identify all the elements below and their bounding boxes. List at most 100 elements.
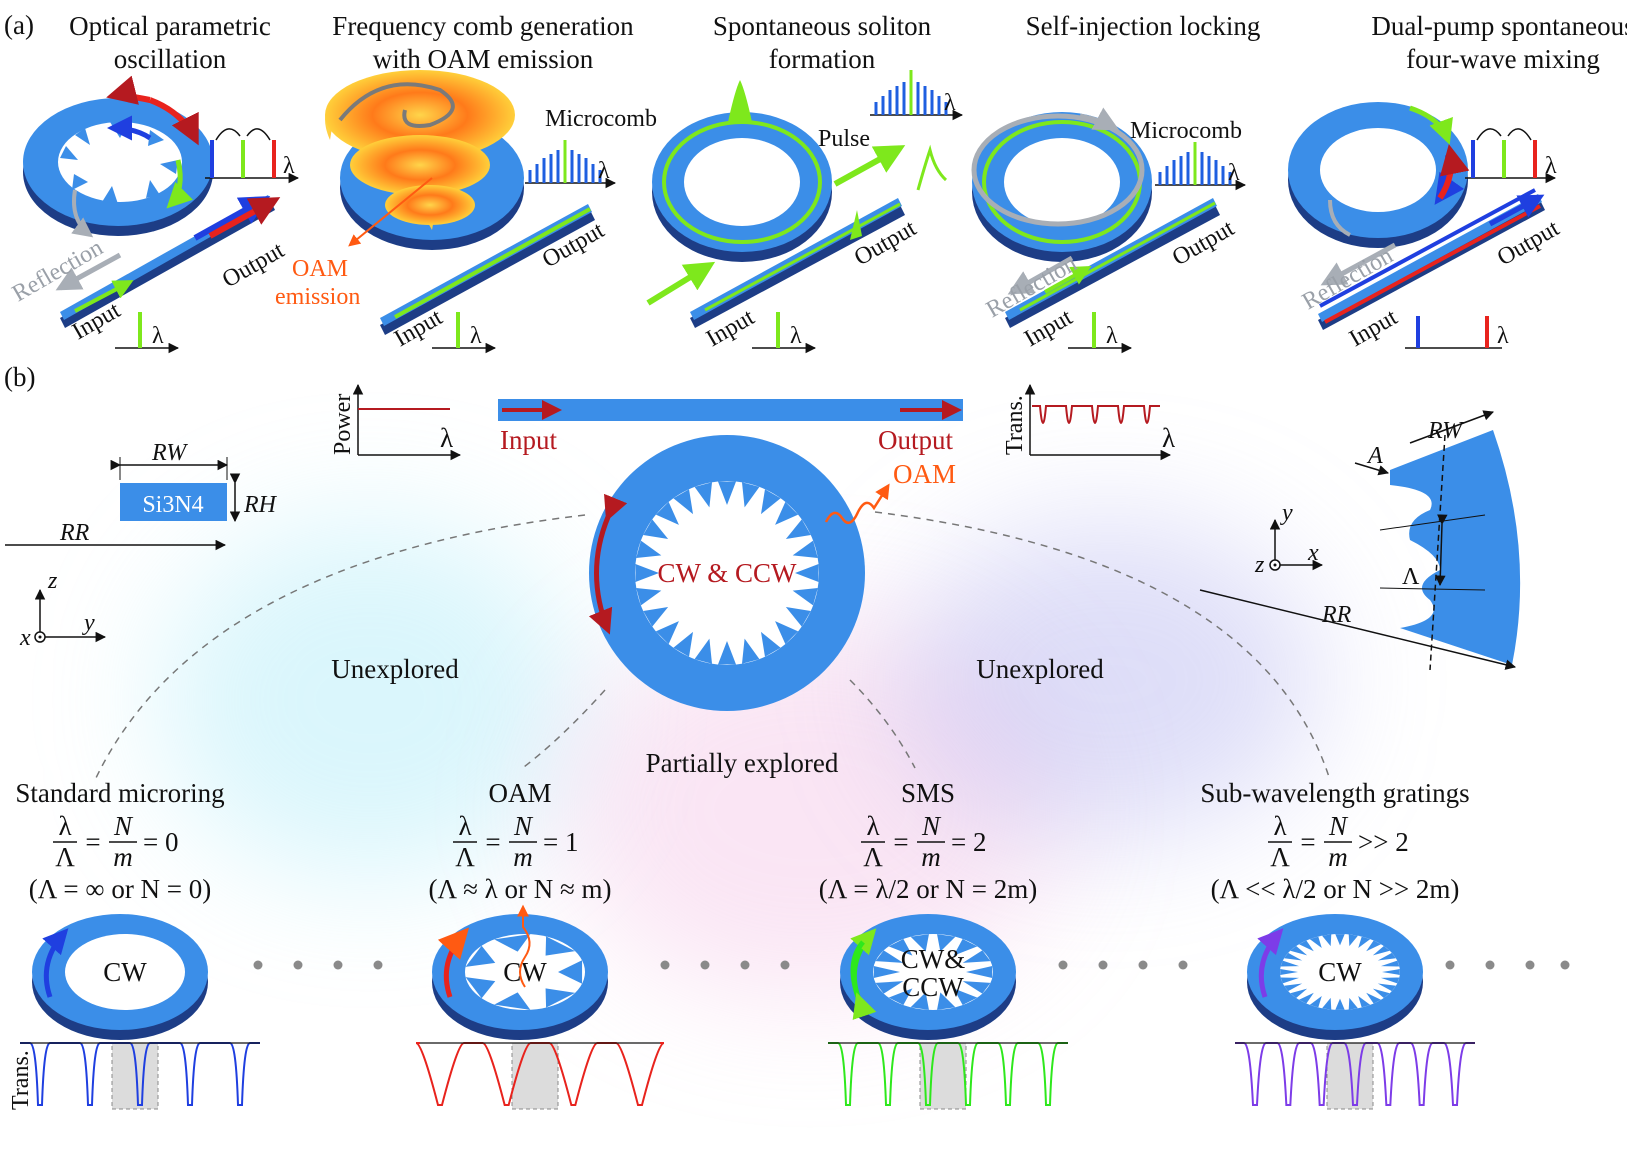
case-ring-label: CW	[103, 957, 147, 987]
case-direction-arrow-2	[850, 940, 877, 1020]
grating-tooth	[694, 638, 713, 664]
case-grating-tooth	[1290, 946, 1308, 956]
eq-N: N	[513, 811, 534, 841]
eq-equals: =	[85, 827, 100, 857]
case-grating-tooth	[465, 977, 496, 999]
a3-pulse-label: Pulse	[818, 126, 870, 152]
grating-tooth	[643, 519, 669, 539]
ellipsis-dots	[253, 960, 1570, 970]
eq-N: N	[113, 811, 134, 841]
rh-label: RH	[243, 492, 278, 518]
case-ring-label: CW	[1318, 957, 1362, 987]
eq-N: N	[1328, 811, 1349, 841]
highlight-box	[111, 1042, 159, 1110]
case-grating-tooth	[875, 950, 904, 963]
a2-lambda-top: λ	[598, 158, 610, 184]
case-grating-tooth	[953, 938, 978, 956]
case-grating-tooth	[1290, 988, 1308, 998]
panel-a-tag: (a)	[4, 10, 34, 40]
grating-tooth	[741, 638, 760, 664]
case-grating-tooth	[953, 988, 978, 1006]
a3-title-line1: Spontaneous soliton	[713, 11, 932, 41]
power-lambda: λ	[440, 423, 453, 453]
case-transmission-curve	[20, 1042, 260, 1106]
cw-ccw-label: CW & CCW	[657, 558, 797, 588]
zoom-axis-z: z	[1254, 552, 1265, 578]
case-grating-tooth	[1372, 988, 1390, 998]
a3-lambda-bottom: λ	[790, 323, 802, 349]
grating-tooth	[741, 482, 760, 508]
eq-Lambda: Λ	[455, 842, 475, 872]
output-label: Output	[878, 425, 954, 455]
case-condition: (Λ ≈ λ or N ≈ m)	[428, 874, 611, 904]
grating-tooth	[795, 563, 819, 583]
eq-equals: =	[893, 827, 908, 857]
case-ring-hole	[873, 934, 993, 1010]
grating-tooth	[636, 587, 662, 606]
grating-tooth	[792, 540, 818, 559]
a1-title-line2: oscillation	[114, 44, 227, 74]
eq-m: m	[1328, 842, 1348, 872]
case-name: SMS	[901, 778, 955, 808]
grating-tooth	[761, 489, 781, 515]
grating-tooth	[775, 621, 799, 645]
a4-lambda-top: λ	[1228, 160, 1240, 186]
a4-microcomb-label: Microcomb	[1130, 118, 1242, 144]
si3n4-rect	[120, 483, 227, 521]
grating-tooth	[717, 481, 737, 505]
trans-lambda: λ	[1162, 423, 1175, 453]
input-power-plot	[352, 383, 462, 461]
material-label: Si3N4	[142, 492, 203, 518]
power-axis-label: Power	[330, 394, 356, 455]
eq-m: m	[113, 842, 133, 872]
case-grating-tooth	[545, 988, 576, 1008]
case-grating-tooth	[1380, 977, 1400, 984]
case-grating-tooth	[1284, 952, 1303, 961]
grating-tooth	[673, 631, 693, 657]
case-grating-tooth	[545, 936, 576, 956]
case-grating-tooth	[910, 992, 929, 1010]
highlight-box	[919, 1042, 967, 1110]
a1-lambda-top: λ	[283, 153, 295, 179]
eq-lambda: λ	[866, 811, 879, 841]
a5-waveguide	[1318, 194, 1542, 322]
case-grating-tooth	[494, 992, 531, 1010]
region-center-label: Partially explored	[646, 748, 839, 778]
zoom-rr-label: RR	[1321, 602, 1352, 628]
case-grating-tooth	[1309, 995, 1322, 1008]
case-grating-tooth	[1366, 940, 1381, 952]
case-grating-tooth	[962, 981, 991, 994]
axis-y: y	[82, 610, 95, 636]
case-grating-tooth	[1377, 983, 1396, 992]
a3-comb-spectrum	[870, 70, 964, 121]
case-grating-tooth	[465, 945, 496, 967]
a3-schematic	[646, 80, 948, 328]
case-condition: (Λ = ∞ or N = 0)	[29, 874, 212, 904]
case-grating-tooth	[910, 934, 929, 952]
bottom-trans-label: Trans.	[8, 1050, 34, 1110]
grating-tooth	[761, 631, 781, 657]
case-name: OAM	[488, 778, 551, 808]
input-label: Input	[500, 425, 557, 455]
eq-m: m	[513, 842, 533, 872]
grating-tooth	[785, 607, 811, 627]
a1-title-line1: Optical parametric	[69, 11, 271, 41]
output-trans-plot	[1024, 383, 1172, 461]
case-grating-tooth	[1335, 934, 1345, 946]
eq-equals: =	[1300, 827, 1315, 857]
a2-schematic	[325, 70, 595, 335]
case-ring-label-2: CCW	[902, 972, 964, 1002]
a2-title-line2: with OAM emission	[373, 44, 594, 74]
oam-wave	[824, 483, 890, 525]
case-grating-tooth	[1309, 936, 1322, 949]
a2-oam-label-2: emission	[275, 284, 360, 310]
zoom-rw-label: RW	[1427, 418, 1464, 444]
zoom-axis-x: x	[1307, 540, 1319, 566]
a2-lambda-bottom: λ	[470, 323, 482, 349]
case-grating-tooth	[1284, 983, 1303, 992]
eq-lambda: λ	[58, 811, 71, 841]
cross-section	[5, 457, 241, 643]
case-direction-arrow	[42, 928, 69, 998]
